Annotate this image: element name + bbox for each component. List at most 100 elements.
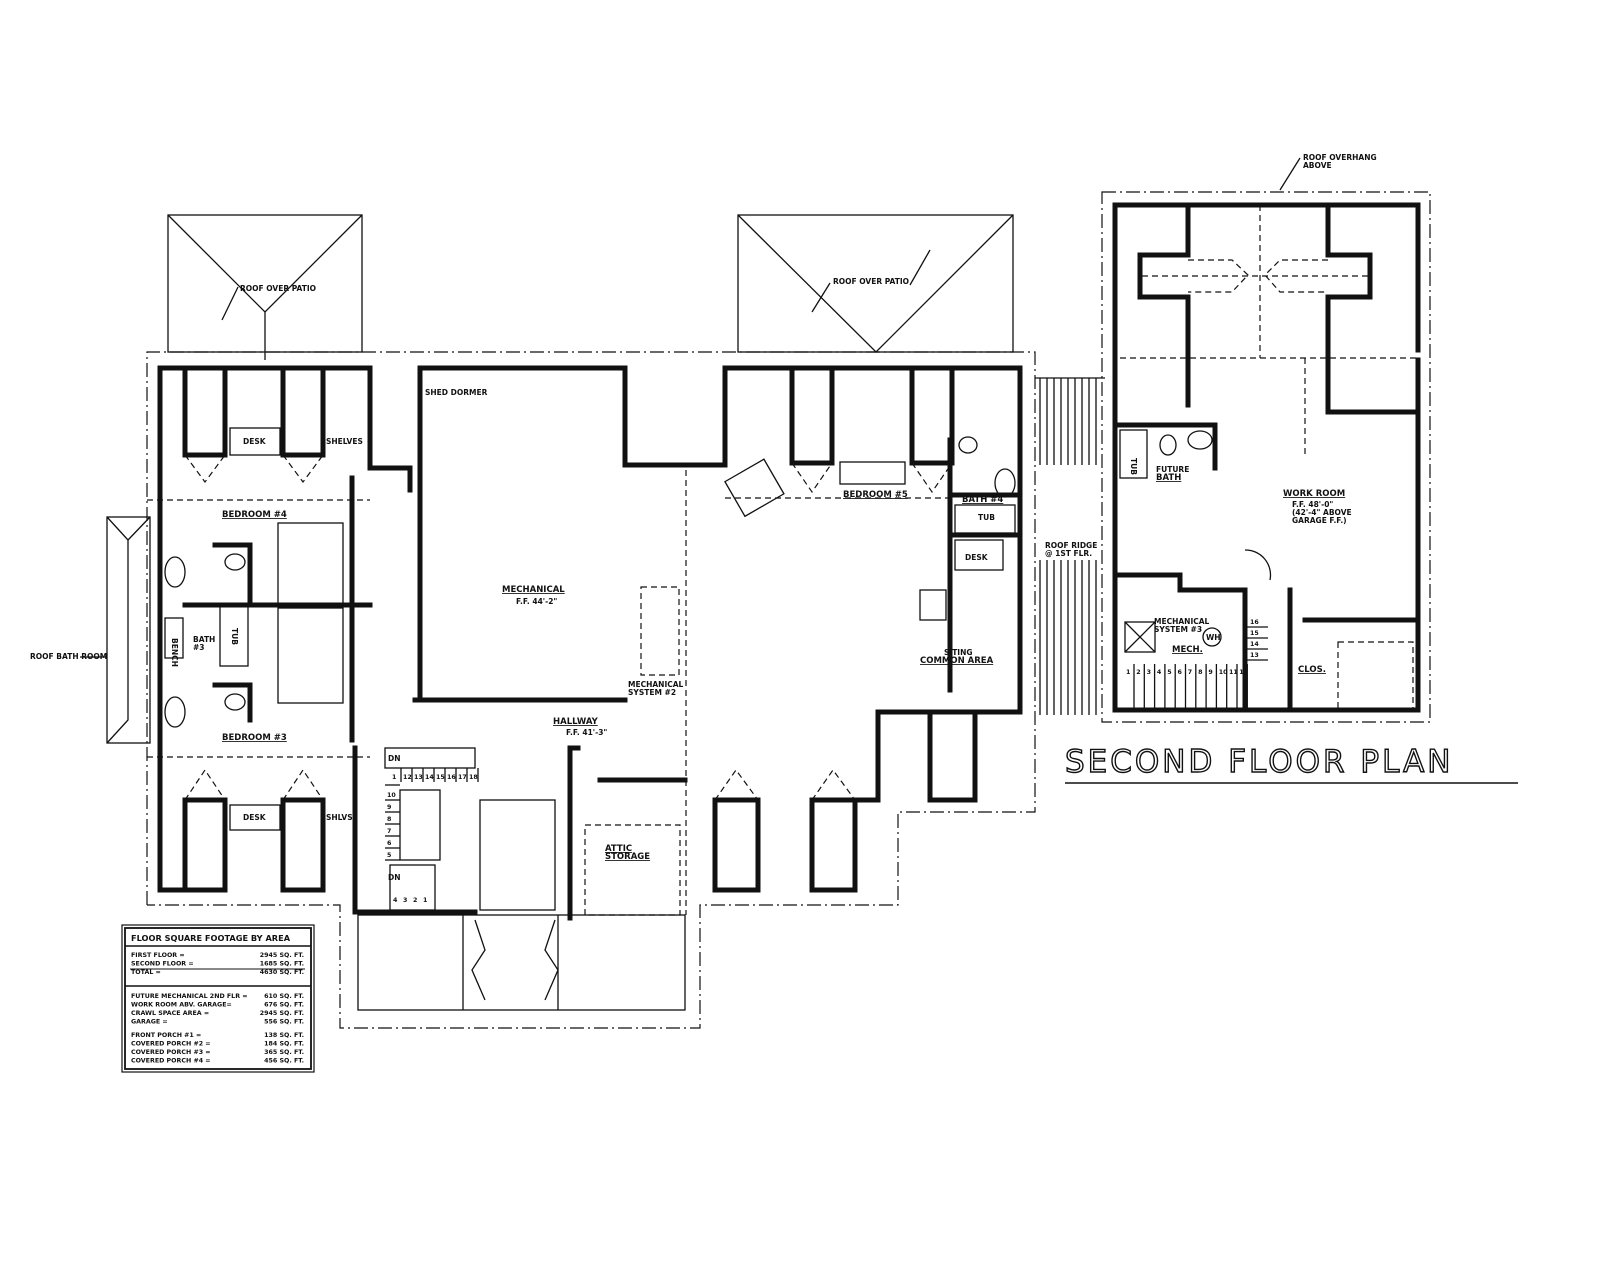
stair-number: 7	[1188, 669, 1192, 676]
stair-number: 11	[1229, 669, 1238, 676]
stair-number: 7	[387, 828, 391, 835]
label-dn-top: DN	[388, 754, 401, 763]
stair-number: 13	[1250, 652, 1259, 659]
stair-number: 16	[1250, 619, 1259, 626]
stair-number: 8	[1198, 669, 1202, 676]
label-mech-sys2-2: SYSTEM #2	[628, 688, 676, 697]
label-bedroom3: BEDROOM #3	[222, 733, 287, 743]
stair-number: 13	[414, 774, 423, 781]
stair-number: 1	[1126, 669, 1130, 676]
label-desk-right: DESK	[965, 553, 989, 562]
table-row-label: COVERED PORCH #3 =	[131, 1049, 211, 1056]
label-mech-sys2-1: MECHANICAL	[628, 680, 684, 689]
label-shed-dormer: SHED DORMER	[425, 388, 488, 397]
roof-over-patio-left	[167, 214, 363, 360]
stair-number: 3	[1147, 669, 1151, 676]
table-row-label: WORK ROOM ABV. GARAGE=	[131, 1002, 232, 1009]
label-bath4: BATH #4	[962, 495, 1003, 505]
label-future-bath-2: BATH	[1156, 473, 1181, 483]
label-attic-1: ATTIC	[605, 844, 632, 854]
stair-number: 4	[1157, 669, 1162, 676]
label-work-room-note1: (42'-4" ABOVE	[1292, 508, 1352, 517]
stair-number: 4	[393, 897, 398, 904]
table-row-value: 4630 SQ. FT.	[260, 969, 304, 976]
stair-number: 15	[1250, 630, 1259, 637]
label-hallway: HALLWAY	[553, 717, 599, 727]
label-bath3-num: #3	[193, 643, 205, 652]
work-room-building	[1112, 202, 1421, 713]
square-footage-table: FLOOR SQUARE FOOTAGE BY AREA FIRST FLOOR…	[121, 924, 315, 1073]
label-roof-overhang-1: ROOF OVERHANG	[1303, 153, 1377, 162]
stair-number: 14	[1250, 641, 1259, 648]
label-tub-bath3: TUB	[230, 628, 239, 645]
stair-number: 16	[447, 774, 456, 781]
label-mech-sys3-1: MECHANICAL	[1154, 617, 1210, 626]
stair-number: 8	[387, 816, 391, 823]
label-roof-overhang-2: ABOVE	[1303, 161, 1332, 170]
label-roof-ridge-2: @ 1ST FLR.	[1045, 549, 1092, 558]
table-row-label: FIRST FLOOR =	[131, 952, 185, 959]
stair-number: 15	[436, 774, 445, 781]
table-row-label: TOTAL =	[131, 969, 161, 976]
label-mech-sys3-2: SYSTEM #3	[1154, 625, 1202, 634]
label-future-bath-1: FUTURE	[1156, 465, 1189, 474]
stair-number: 10	[387, 792, 396, 799]
label-sitting-1: SITING	[944, 648, 973, 657]
stair-number: 18	[469, 774, 478, 781]
label-bedroom4: BEDROOM #4	[222, 510, 287, 520]
roof-bath-room	[80, 516, 151, 744]
bottom-porch	[357, 914, 686, 1011]
label-tub-future: TUB	[1129, 458, 1138, 475]
label-wh: WH	[1206, 633, 1221, 642]
table-title: FLOOR SQUARE FOOTAGE BY AREA	[131, 933, 291, 943]
label-roof-over-patio-left: ROOF OVER PATIO	[240, 284, 316, 293]
label-desk-bottom: DESK	[243, 813, 267, 822]
label-sitting-2: COMMON AREA	[920, 656, 994, 666]
label-shlvs: SHLVS	[326, 813, 353, 822]
stair-number: 9	[387, 804, 391, 811]
stair-number: 14	[425, 774, 434, 781]
stair-number: 6	[1178, 669, 1183, 676]
stair-number: 2	[1136, 669, 1140, 676]
label-work-room: WORK ROOM	[1283, 489, 1345, 499]
table-row-label: SECOND FLOOR =	[131, 961, 194, 968]
label-shelves: SHELVES	[326, 437, 363, 446]
stair-number: 9	[1208, 669, 1212, 676]
label-mech: MECH.	[1172, 645, 1203, 655]
table-row-value: 184 SQ. FT.	[264, 1041, 304, 1048]
label-work-room-note2: GARAGE F.F.)	[1292, 516, 1347, 525]
table-row-value: 2945 SQ. FT.	[260, 952, 304, 959]
label-clos: CLOS.	[1298, 665, 1326, 675]
table-row-value: 610 SQ. FT.	[264, 993, 304, 1000]
table-row-label: CRAWL SPACE AREA =	[131, 1010, 209, 1017]
stair-number: 3	[403, 897, 407, 904]
table-row-value: 556 SQ. FT.	[264, 1019, 304, 1026]
stair-number: 5	[1167, 669, 1171, 676]
label-desk-top: DESK	[243, 437, 267, 446]
stair-number: 10	[1219, 669, 1228, 676]
label-tub-bath4: TUB	[978, 513, 995, 522]
label-bedroom5: BEDROOM #5	[843, 490, 908, 500]
label-work-room-ff: F.F. 48'-0"	[1292, 500, 1333, 509]
label-mechanical: MECHANICAL	[502, 585, 565, 595]
table-row-value: 1685 SQ. FT.	[260, 961, 304, 968]
label-roof-over-patio-right: ROOF OVER PATIO	[833, 277, 909, 286]
exterior-walls	[157, 365, 1023, 921]
label-dn-bottom: DN	[388, 873, 401, 882]
table-row-label: FRONT PORCH #1 =	[131, 1032, 201, 1039]
table-row-value: 2945 SQ. FT.	[260, 1010, 304, 1017]
plan-title: SECOND FLOOR PLAN	[1065, 744, 1454, 780]
stair-number: 5	[387, 852, 391, 859]
table-row-value: 365 SQ. FT.	[264, 1049, 304, 1056]
stair-number: 1	[423, 897, 427, 904]
table-row-label: FUTURE MECHANICAL 2ND FLR =	[131, 993, 248, 1000]
table-row-value: 676 SQ. FT.	[264, 1002, 304, 1009]
label-roof-ridge-1: ROOF RIDGE	[1045, 541, 1097, 550]
label-roof-bath-room: ROOF BATH ROOM	[30, 652, 107, 661]
label-bench: BENCH	[170, 638, 179, 667]
stair-number: 6	[387, 840, 392, 847]
table-row-value: 456 SQ. FT.	[264, 1058, 304, 1065]
table-row-label: GARAGE =	[131, 1019, 168, 1026]
